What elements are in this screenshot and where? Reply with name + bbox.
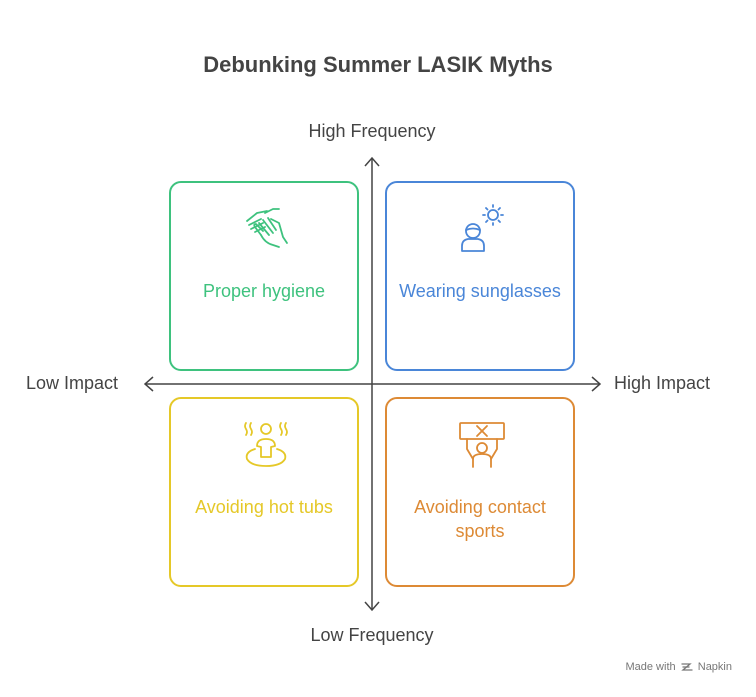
axis-label-high-impact: High Impact [614, 373, 711, 393]
quadrant-avoiding-contact-sports: Avoiding contact sports [385, 397, 575, 587]
made-with-text: Made with [625, 661, 676, 673]
diagram-title: Debunking Summer LASIK Myths [203, 52, 553, 77]
hand-washing-icon [246, 208, 288, 248]
made-with-napkin-credit: Made with Napkin [625, 661, 732, 673]
person-sun-icon [461, 204, 504, 252]
arrow-down [364, 601, 380, 612]
napkin-logo-icon [680, 663, 693, 671]
no-sports-sign-icon [459, 422, 505, 468]
axis-label-high-frequency: High Frequency [308, 121, 436, 141]
axis-label-low-impact: Low Impact [26, 373, 119, 393]
axis-label-low-frequency: Low Frequency [310, 625, 434, 645]
hot-tub-icon [244, 422, 288, 467]
quadrant-wearing-sunglasses: Wearing sunglasses [385, 181, 575, 371]
quadrant-label: Avoiding hot tubs [195, 497, 333, 517]
quadrant-proper-hygiene: Proper hygiene [169, 181, 359, 371]
napkin-brand-text: Napkin [697, 661, 732, 673]
quadrant-avoiding-hot-tubs: Avoiding hot tubs [169, 397, 359, 587]
quadrant-label: Proper hygiene [202, 281, 326, 301]
arrow-up [364, 156, 380, 167]
quadrant-label: Wearing sunglasses [399, 281, 561, 301]
quadrant-label: Avoiding contact sports [414, 497, 546, 541]
arrow-right [591, 376, 602, 392]
arrow-left [143, 376, 154, 392]
